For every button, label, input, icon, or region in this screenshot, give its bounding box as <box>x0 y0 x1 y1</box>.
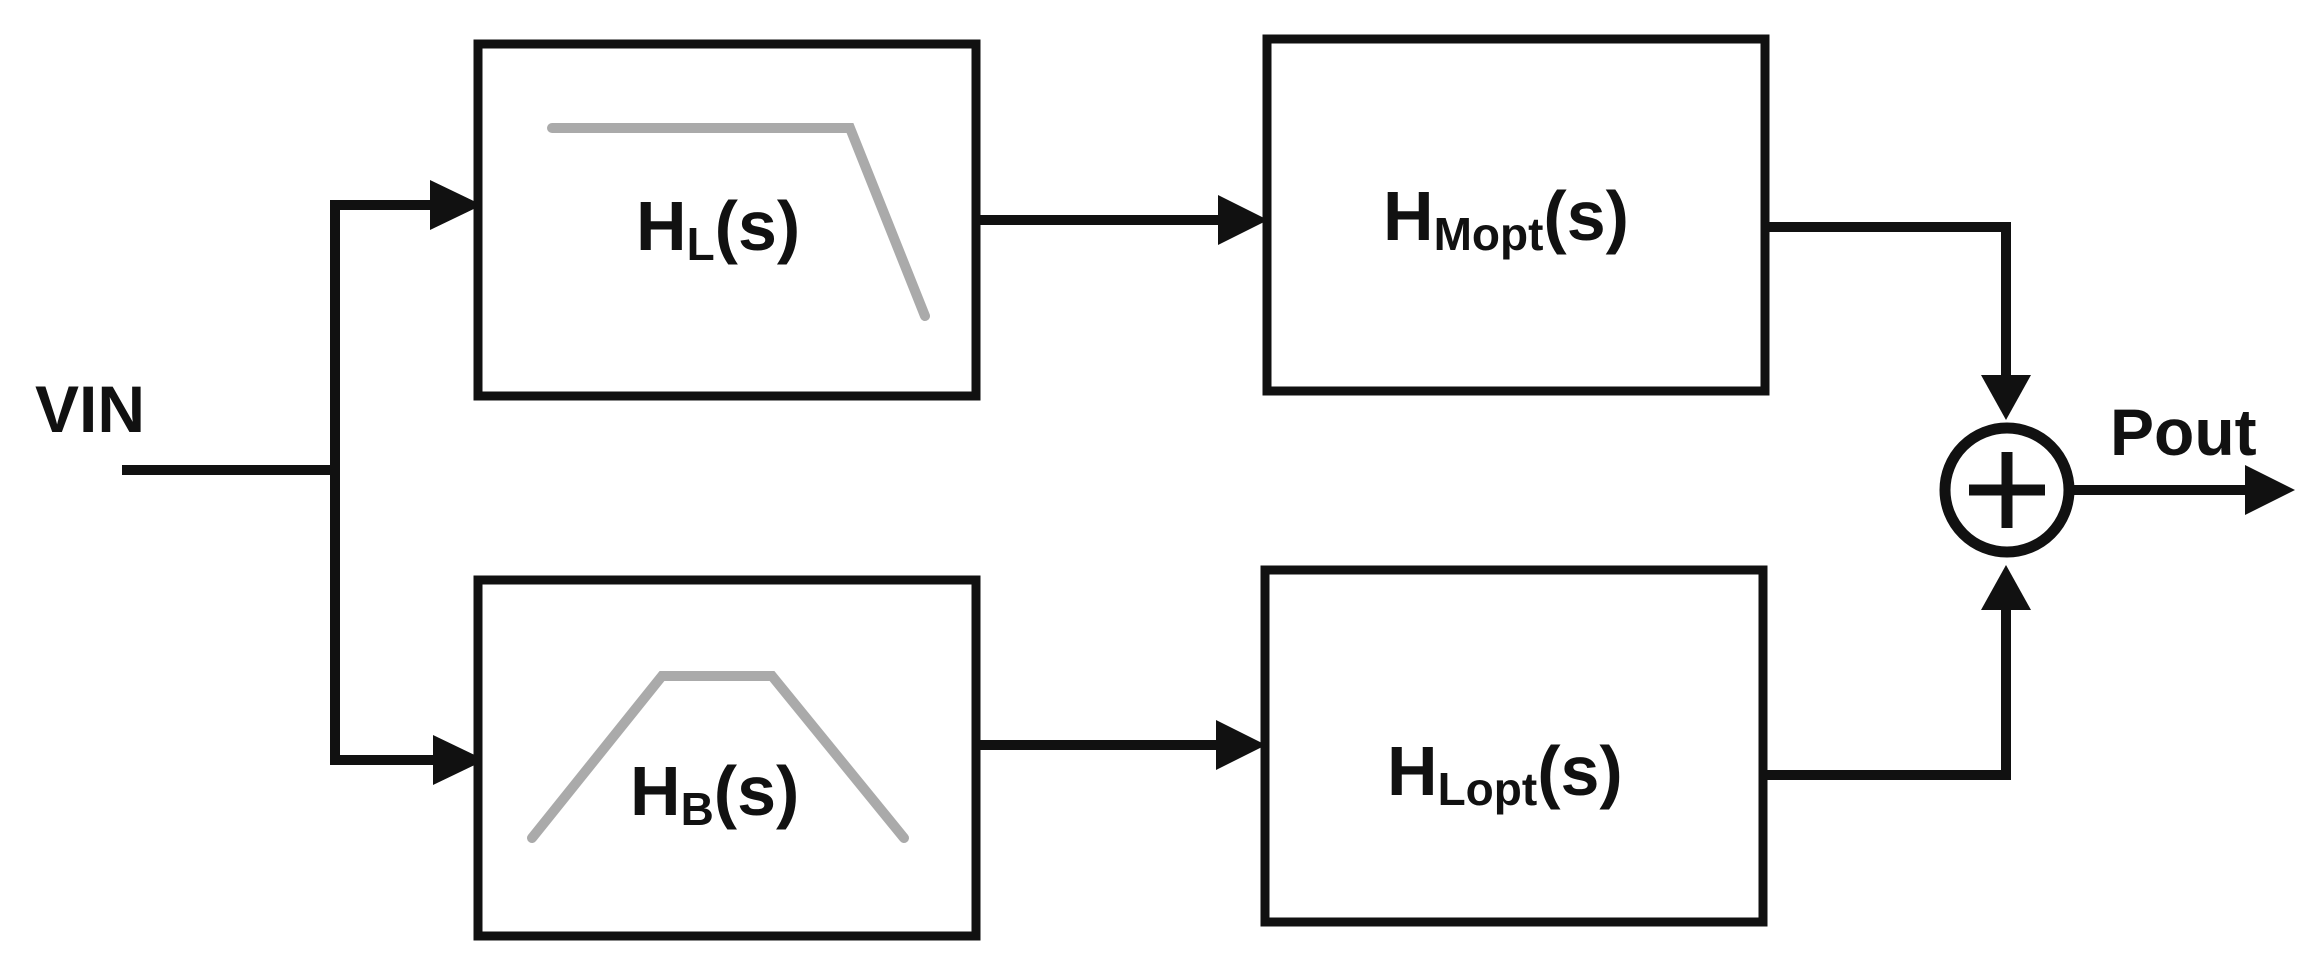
middle-wires <box>980 215 1238 750</box>
arrowhead-lowpass <box>430 180 482 230</box>
bandpass-response-icon <box>527 671 909 843</box>
arrowhead-output <box>2245 465 2295 515</box>
bandpass-label: HB(s) <box>630 752 799 835</box>
low-opt-label: HLopt(s) <box>1387 732 1623 815</box>
input-wires <box>122 200 458 765</box>
low-opt-block: HLopt(s) <box>1260 565 1768 927</box>
arrowhead-bandpass <box>433 735 485 785</box>
input-label: VIN <box>35 372 145 446</box>
lowpass-response-icon <box>547 123 930 321</box>
output-label: Pout <box>2110 395 2257 469</box>
lowpass-block: HL(s) <box>473 39 981 401</box>
mid-opt-label: HMopt(s) <box>1383 177 1629 260</box>
bandpass-block: HB(s) <box>473 575 981 941</box>
arrowhead-summer-top <box>1981 375 2031 420</box>
summer-wires <box>1766 222 2260 780</box>
arrowhead-summer-bottom <box>1981 565 2031 610</box>
arrowhead-to-mid-opt <box>1218 195 1268 245</box>
summing-junction-icon <box>1939 422 2075 558</box>
arrowhead-to-low-opt <box>1216 720 1266 770</box>
mid-opt-block: HMopt(s) <box>1262 34 1770 396</box>
lowpass-label: HL(s) <box>636 187 800 270</box>
